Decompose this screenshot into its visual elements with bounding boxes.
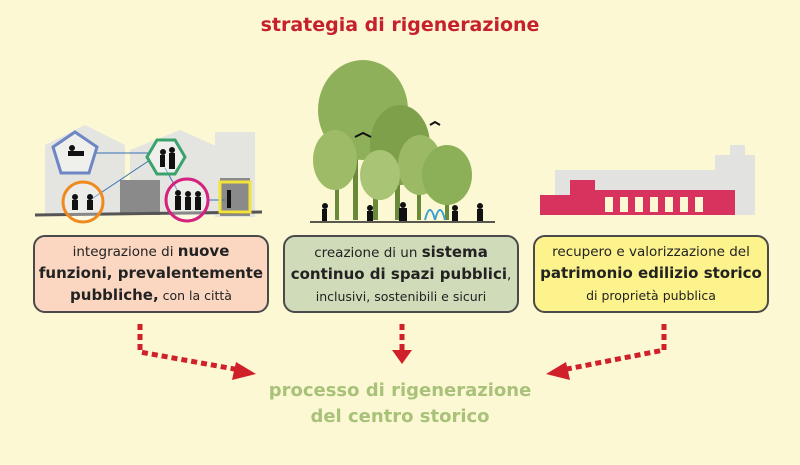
box-text-bold: continuo di spazi pubblici bbox=[290, 264, 507, 283]
center-arrowhead-icon bbox=[392, 350, 412, 364]
new-functions-illustration bbox=[34, 125, 263, 224]
diagram-title: strategia di rigenerazione bbox=[260, 14, 540, 36]
box-text: recupero e valorizzazione del bbox=[552, 244, 750, 260]
box-text: integrazione di bbox=[72, 244, 178, 260]
box-text: creazione di un bbox=[314, 244, 422, 261]
heritage-box: recupero e valorizzazione del patrimonio… bbox=[533, 235, 769, 313]
box-text: inclusivi, sostenibili e sicuri bbox=[315, 288, 487, 304]
box-text-bold: funzioni, prevalentemente bbox=[38, 264, 264, 282]
box-text-bold: pubbliche, bbox=[70, 286, 159, 304]
historic-heritage-illustration bbox=[540, 145, 755, 215]
box-text-bold: patrimonio edilizio storico bbox=[540, 264, 762, 282]
right-arrow bbox=[561, 324, 667, 373]
result-line: processo di rigenerazione bbox=[268, 380, 532, 401]
hexagon-icon bbox=[145, 138, 187, 176]
result-text: processo di rigenerazione del centro sto… bbox=[230, 378, 570, 430]
box-text: , bbox=[506, 266, 512, 283]
public-spaces-box: creazione di un sistema continuo di spaz… bbox=[283, 235, 519, 313]
public-spaces-illustration bbox=[310, 60, 495, 223]
left-arrowhead-icon bbox=[232, 362, 256, 380]
orange-circle-icon bbox=[61, 180, 105, 224]
box-text: con la città bbox=[158, 288, 232, 303]
result-line: del centro storico bbox=[310, 406, 490, 427]
box-text-bold: sistema bbox=[421, 242, 488, 261]
left-arrow bbox=[137, 324, 241, 373]
box-text-bold: nuove bbox=[177, 242, 230, 260]
arrows bbox=[137, 324, 667, 380]
box-text: di proprietà pubblica bbox=[586, 288, 716, 303]
new-functions-box: integrazione di nuove funzioni, prevalen… bbox=[33, 235, 269, 313]
right-arrowhead-icon bbox=[546, 362, 570, 380]
